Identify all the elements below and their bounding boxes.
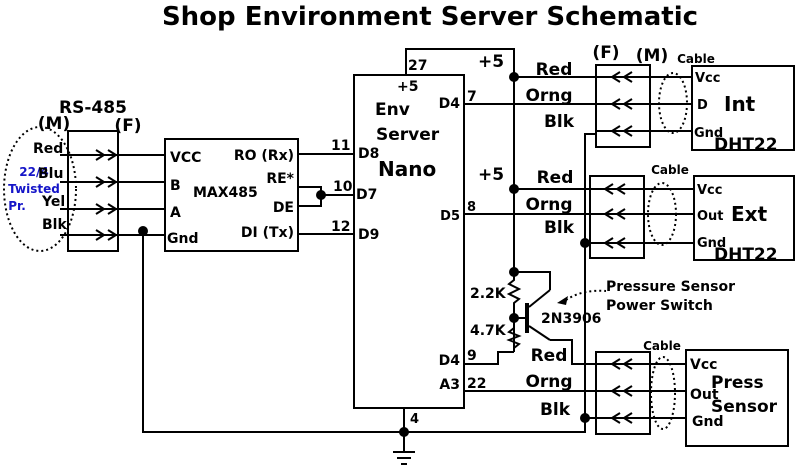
press-sensor-name-line2: Sensor	[711, 397, 778, 417]
nano-pin-d8: D8	[358, 146, 379, 162]
resistor-2k2-label: 2.2K	[470, 286, 507, 302]
pin-10: 10	[333, 179, 353, 195]
rs485-pin-wires	[60, 149, 165, 241]
max485-pin-ro: RO (Rx)	[234, 148, 294, 164]
int-connector	[595, 64, 651, 148]
rs485-cable-outline	[3, 126, 77, 252]
rs485-wire-red: Red	[33, 141, 63, 157]
ext-cable-outline	[647, 182, 677, 246]
ext-pin-vcc: Vcc	[697, 183, 722, 198]
press-pin-gnd: Gnd	[692, 414, 723, 430]
ground-bus	[138, 133, 596, 452]
ext-pin-gnd: Gnd	[697, 236, 726, 251]
nano-pin-d7: D7	[356, 187, 377, 203]
ext-pin-out: Out	[697, 209, 724, 224]
ext-sensor-model: DHT22	[714, 245, 778, 265]
int-pin-d: D	[697, 98, 708, 113]
cable-type-line1: 22/4	[19, 165, 48, 179]
nano-supply-label: +5	[397, 79, 418, 95]
nano-label-env: Env	[375, 100, 410, 120]
max485-pin-gnd: Gnd	[167, 231, 198, 247]
int-cable-outline	[658, 72, 688, 134]
pin-7: 7	[467, 89, 477, 105]
ext-wire-blk: Blk	[544, 218, 575, 238]
int-sensor-model: DHT22	[714, 135, 778, 155]
nano-pin-d4: D4	[439, 96, 461, 112]
nano-pin-d5: D5	[440, 209, 460, 224]
int-conn-female-label: (F)	[592, 43, 619, 63]
pin-22: 22	[467, 376, 486, 392]
press-sensor-box	[685, 349, 789, 447]
max485-pin-a: A	[170, 205, 181, 221]
max485-pin-b: B	[170, 178, 181, 194]
rs485-wire-yel: Yel	[41, 194, 65, 210]
ext-sensor-name: Ext	[731, 202, 768, 226]
press-wire-red: Red	[531, 346, 568, 366]
supply-label-top: +5	[478, 52, 504, 72]
resistor-4k7-label: 4.7K	[470, 323, 507, 339]
ground-symbol	[393, 451, 415, 465]
max485-name: MAX485	[193, 185, 258, 201]
supply-rail	[405, 48, 596, 277]
rs485-wire-blu: Blu	[38, 166, 63, 182]
cable-type-line3: Pr.	[8, 199, 26, 213]
int-connector-wires	[596, 71, 692, 137]
nano-pin-a3: A3	[439, 377, 460, 393]
diagram-title: Shop Environment Server Schematic	[162, 2, 698, 32]
rs485-female-label: (F)	[114, 116, 141, 136]
transistor-label: 2N3906	[541, 311, 601, 327]
pin-4: 4	[410, 412, 419, 427]
pin-11: 11	[331, 138, 350, 154]
power-switch-note-line1: Pressure Sensor	[606, 279, 735, 295]
max485-chip	[164, 138, 299, 252]
nano-pin-d4-lower: D4	[439, 353, 461, 369]
pin-12: 12	[331, 219, 350, 235]
int-pin-gnd: Gnd	[694, 126, 723, 141]
press-cable-outline	[650, 356, 676, 430]
nano-label-server: Server	[376, 125, 440, 145]
press-pin-vcc: Vcc	[690, 357, 717, 373]
rs485-connector	[67, 130, 119, 252]
ext-wire-red: Red	[537, 168, 574, 188]
press-sensor-name-line1: Press	[711, 373, 764, 393]
pin-8: 8	[467, 200, 476, 215]
max485-pin-di: DI (Tx)	[241, 225, 294, 241]
pin-9: 9	[467, 348, 477, 364]
cable-type-line2: Twisted	[8, 182, 60, 196]
int-wire-blk: Blk	[544, 112, 575, 132]
power-switch-circuit	[464, 271, 607, 365]
int-pin-vcc: Vcc	[695, 71, 720, 86]
max485-pin-vcc: VCC	[170, 150, 201, 166]
signal-wires	[464, 103, 596, 392]
max485-pin-de: DE	[273, 200, 294, 216]
pin-27: 27	[408, 58, 427, 74]
ext-cable-label: Cable	[651, 163, 689, 177]
max485-pin-re: RE*	[266, 171, 294, 187]
press-pin-out: Out	[690, 387, 719, 403]
int-wire-orng: Orng	[525, 86, 572, 106]
power-switch-note-line2: Power Switch	[606, 298, 713, 314]
ext-sensor-box	[693, 175, 795, 261]
nano-board	[353, 74, 465, 409]
supply-label-mid: +5	[478, 165, 504, 185]
press-wire-blk: Blk	[540, 400, 571, 420]
rs485-label: RS-485	[59, 98, 127, 118]
nano-pin-d9: D9	[358, 227, 379, 243]
int-conn-male-label: (M)	[636, 46, 668, 66]
max485-nano-wires	[298, 153, 354, 235]
rs485-male-label: (M)	[38, 114, 70, 134]
int-sensor-name: Int	[724, 92, 756, 116]
rs485-wire-blk: Blk	[42, 217, 67, 233]
int-wire-red: Red	[536, 60, 573, 80]
press-wire-orng: Orng	[525, 372, 572, 392]
int-sensor-box	[691, 65, 795, 151]
press-cable-label: Cable	[643, 339, 681, 353]
ext-wire-orng: Orng	[525, 195, 572, 215]
int-cable-label: Cable	[677, 52, 715, 66]
nano-label-nano: Nano	[378, 157, 436, 181]
